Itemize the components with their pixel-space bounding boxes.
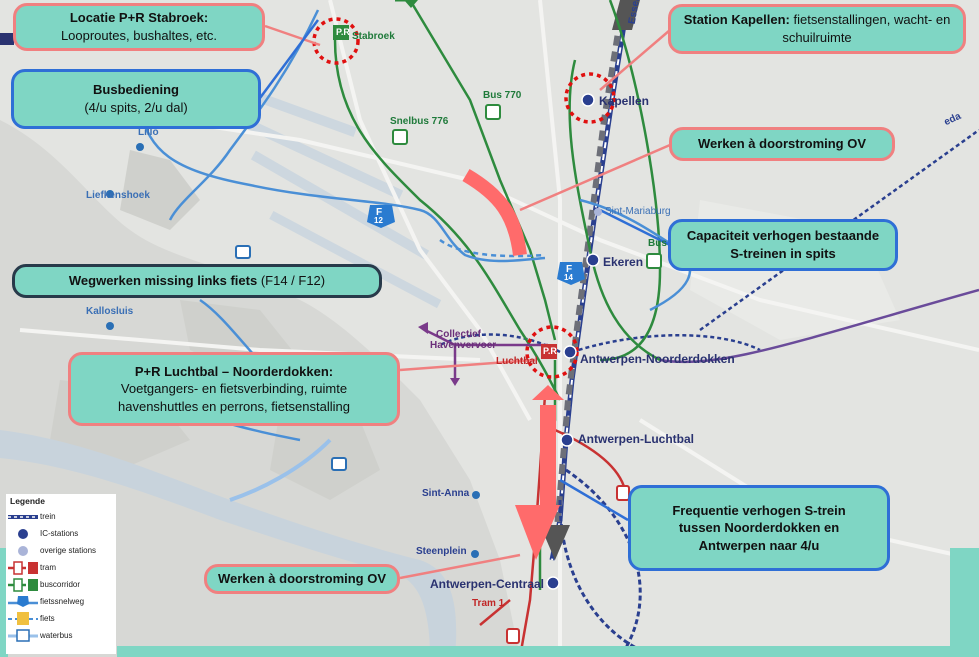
- callout-busbediening-title: Busbediening: [93, 82, 179, 98]
- rail-arrow-south: [540, 525, 570, 560]
- red-highlight-arc: [462, 168, 527, 256]
- callout-busbediening: Busbediening (4/u spits, 2/u dal): [11, 69, 261, 129]
- label-havenvervoer: Havenvervoer: [430, 340, 497, 351]
- label-antwerpen-noorderdokken: Antwerpen-Noorderdokken: [580, 352, 735, 366]
- right-band: [950, 548, 979, 657]
- tram-icon: [8, 560, 38, 575]
- callout-pr-luchtbal-noorderdokken: P+R Luchtbal – Noorderdokken: Voetganger…: [68, 352, 400, 426]
- fietssnelweg-badges: [367, 205, 585, 285]
- label-sint-mariaburg: Sint-Mariaburg: [605, 206, 671, 217]
- callout-pr-stabroek-title: Locatie P+R Stabroek:: [69, 10, 209, 26]
- scheldt-river: [0, 430, 457, 657]
- badge-f12-letter: F: [376, 207, 383, 218]
- callout-kapellen-body: fietsenstallingen, wacht- en schuilruimt…: [782, 12, 951, 45]
- label-lillo: Lillo: [138, 127, 159, 138]
- bus-stop-icons: [235, 104, 662, 644]
- left-band: [0, 548, 8, 657]
- bottom-band: [117, 646, 979, 657]
- callout-kapellen-title: Station Kapellen:: [683, 12, 790, 28]
- label-stabroek: Stabroek: [352, 31, 395, 42]
- focus-circles: [312, 17, 616, 379]
- callout-frequentie-s-trein: Frequentie verhogen S-trein tussen Noord…: [628, 485, 890, 571]
- label-kallosluis: Kallosluis: [86, 306, 134, 317]
- badge-f14-num: 14: [564, 273, 573, 282]
- pr-stabroek-badge: P.R: [336, 27, 350, 37]
- callout-werken-2-text: Werken à doorstroming OV: [217, 571, 387, 587]
- ic-station-icon: [18, 528, 28, 539]
- callout-missing-links-body: (F14 / F12): [257, 273, 326, 289]
- label-kapellen: Kapellen: [599, 94, 650, 108]
- fiets-icon: [8, 611, 38, 625]
- label-tram-1: Tram 1: [472, 598, 505, 609]
- callout-pr-stabroek: Locatie P+R Stabroek: Looproutes, bushal…: [13, 3, 265, 51]
- fietssnelweg-icon: [8, 595, 38, 607]
- bus-icon: [8, 577, 38, 592]
- legend-item-fiets: fiets: [6, 610, 116, 627]
- callout-werken-doorstroming-1: Werken à doorstroming OV: [669, 127, 895, 161]
- waterbus-icon: [8, 628, 38, 642]
- legend-item-overige-stations: overige stations: [6, 542, 116, 559]
- legend-item-buscorridor: buscorridor: [6, 576, 116, 593]
- legend: Legende trein IC-stations overige statio…: [6, 494, 116, 654]
- trein-icon: [8, 514, 38, 519]
- label-liefkenshoek: Liefkenshoek: [86, 190, 150, 201]
- legend-item-fietssnelweg: fietssnelweg: [6, 593, 116, 610]
- callout-luchtbal-title: P+R Luchtbal – Noorderdokken:: [134, 363, 334, 379]
- label-steenplein: Steenplein: [416, 546, 467, 557]
- callout-werken-doorstroming-2: Werken à doorstroming OV: [204, 564, 400, 594]
- label-ekeren: Ekeren: [603, 255, 644, 269]
- label-luchtbal: Luchtbal: [496, 356, 538, 367]
- station-icon: [18, 545, 28, 556]
- legend-item-tram: tram: [6, 559, 116, 576]
- stations: [106, 93, 602, 590]
- callout-werken-1-text: Werken à doorstroming OV: [697, 136, 867, 152]
- label-collectief: Collectief: [436, 329, 482, 340]
- callout-busbediening-body: (4/u spits, 2/u dal): [84, 100, 188, 115]
- badge-f14-letter: F: [566, 264, 573, 275]
- callout-station-kapellen: Station Kapellen: fietsenstallingen, wac…: [668, 4, 966, 54]
- label-bus-770: Bus 770: [483, 90, 522, 101]
- label-bus: Bus: [648, 238, 667, 249]
- red-corridor-arrow: [515, 385, 564, 560]
- callout-frequentie-text: Frequentie verhogen S-trein tussen Noord…: [672, 502, 846, 553]
- label-antwerpen-luchtbal: Antwerpen-Luchtbal: [578, 432, 694, 446]
- pr-luchtbal-badge: P.R: [543, 346, 557, 356]
- legend-title: Legende: [10, 496, 45, 506]
- callout-missing-links-fiets: Wegwerken missing links fiets (F14 / F12…: [12, 264, 382, 298]
- label-snelbus-776: Snelbus 776: [390, 116, 449, 127]
- pr-badges: [333, 25, 557, 359]
- legend-item-trein: trein: [6, 508, 116, 525]
- callout-missing-links-title: Wegwerken missing links fiets: [68, 273, 258, 289]
- callout-capaciteit-text: Capaciteit verhogen bestaande S-treinen …: [686, 228, 880, 261]
- legend-item-ic-stations: IC-stations: [6, 525, 116, 542]
- callout-pr-stabroek-body: Looproutes, bushaltes, etc.: [60, 28, 218, 43]
- callout-capaciteit: Capaciteit verhogen bestaande S-treinen …: [668, 219, 898, 271]
- callout-luchtbal-body: Voetgangers- en fietsverbinding, ruimte …: [118, 381, 350, 414]
- label-antwerpen-centraal: Antwerpen-Centraal: [430, 577, 545, 591]
- label-sint-anna: Sint-Anna: [422, 488, 470, 499]
- badge-f12-num: 12: [374, 216, 383, 225]
- legend-item-waterbus: waterbus: [6, 627, 116, 644]
